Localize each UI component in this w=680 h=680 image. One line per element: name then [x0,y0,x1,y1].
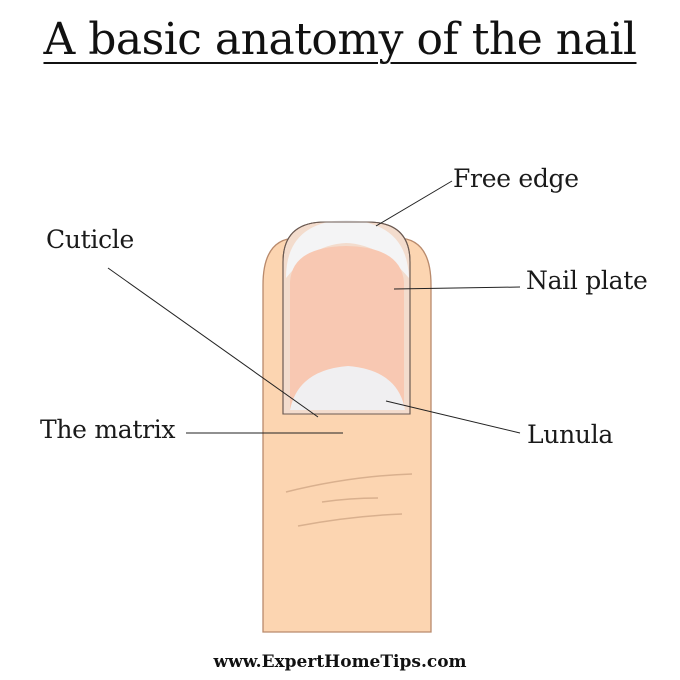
free-edge [286,220,409,278]
knuckle-crease [285,473,413,493]
leader-line-lunula [385,400,521,434]
leader-line-free-edge [375,180,453,227]
leader-line-cuticle [107,267,319,418]
lunula [290,366,405,410]
label-matrix: The matrix [40,415,176,444]
leader-line-nail-plate [393,286,521,290]
nail-outline [282,221,411,415]
page-title: A basic anatomy of the nail [43,14,637,65]
label-cuticle: Cuticle [46,225,134,254]
knuckle-crease [321,497,379,503]
label-nail-plate: Nail plate [526,266,648,295]
nail-plate [290,246,404,410]
label-lunula: Lunula [527,420,614,449]
footer-url: www.ExpertHomeTips.com [213,652,467,672]
label-free-edge: Free edge [453,164,579,193]
knuckle-crease [297,513,403,527]
